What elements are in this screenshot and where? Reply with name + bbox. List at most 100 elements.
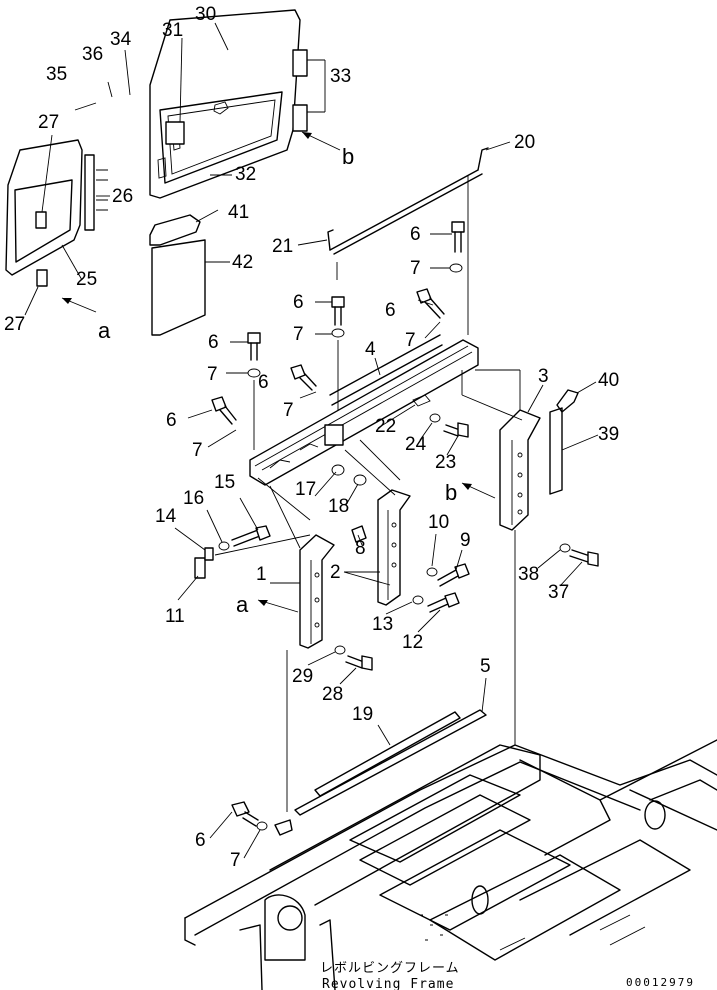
view-arrow-b-top: [301, 131, 341, 151]
washer-16: [218, 541, 230, 551]
callout-14: 14: [155, 506, 177, 527]
callout-1: 1: [256, 564, 267, 585]
bolt-9: [437, 563, 470, 587]
callout-22: 22: [375, 416, 396, 437]
leader-lines-lower: [174, 471, 583, 859]
callout-7: 7: [293, 324, 304, 345]
callout-15: 15: [214, 472, 235, 493]
callout-10: 10: [428, 512, 449, 533]
bracket-2: [377, 489, 411, 606]
callout-6: 6: [293, 292, 304, 313]
callout-27-top: 27: [38, 112, 59, 133]
rail-19: [314, 711, 461, 797]
clip-11: [194, 557, 206, 579]
cap-40: [556, 389, 579, 413]
rod-20: [327, 147, 489, 280]
washer-13: [412, 595, 424, 605]
caption-english: Revolving Frame: [322, 977, 454, 990]
document-number: 00012979: [626, 976, 695, 989]
callout-7: 7: [207, 364, 218, 385]
bolt-6: [211, 221, 465, 831]
view-arrow-a-top: [61, 297, 97, 313]
plate-39: [549, 407, 563, 495]
view-arrow-a-mid: [257, 599, 299, 613]
washer-29: [334, 645, 346, 655]
reference-lines: [214, 175, 523, 812]
callout-7: 7: [283, 400, 294, 421]
view-label-a: a: [98, 318, 111, 343]
washer-38: [559, 543, 571, 553]
bracket-3: [499, 409, 541, 531]
pad-42: [151, 239, 206, 336]
callout-32: 32: [235, 164, 256, 185]
washer-10: [426, 567, 438, 577]
washer-24: [429, 413, 441, 423]
callout-7: 7: [405, 330, 416, 351]
view-label-b: b: [445, 480, 457, 505]
rail-5: [274, 709, 487, 836]
callout-24: 24: [405, 434, 427, 455]
callout-11: 11: [165, 606, 185, 627]
callout-34: 34: [110, 29, 132, 50]
callout-29: 29: [292, 666, 313, 687]
view-label-b: b: [342, 144, 354, 169]
callout-6: 6: [166, 410, 177, 431]
caption-japanese: レボルビングフレーム: [320, 961, 460, 976]
view-label-a: a: [236, 592, 249, 617]
callout-6: 6: [258, 372, 269, 393]
callout-7: 7: [192, 440, 203, 461]
callout-31: 31: [162, 20, 183, 41]
callout-41: 41: [228, 202, 249, 223]
bolt-15: [231, 525, 271, 547]
callout-33: 33: [330, 66, 351, 87]
pad-41: [149, 214, 201, 246]
callout-30: 30: [195, 4, 216, 25]
callout-4: 4: [365, 339, 376, 360]
callout-6: 6: [410, 224, 421, 245]
callout-8: 8: [355, 538, 366, 559]
clip-14: [204, 547, 214, 561]
callout-7: 7: [230, 850, 241, 871]
callout-35: 35: [46, 64, 67, 85]
bolt-37: [569, 549, 599, 567]
leader-lines: [24, 22, 599, 456]
hinge-33: [292, 49, 326, 132]
callout-6: 6: [195, 830, 206, 851]
callout-40: 40: [598, 370, 619, 391]
callout-19: 19: [352, 704, 373, 725]
callout-21: 21: [272, 236, 293, 257]
callout-20: 20: [514, 132, 535, 153]
callout-42: 42: [232, 252, 253, 273]
bolt-28: [345, 655, 373, 671]
callout-6: 6: [385, 300, 396, 321]
revolving-frame: [184, 739, 717, 990]
view-arrow-b-mid: [461, 482, 496, 499]
door-panel-25: [5, 139, 83, 287]
callout-39: 39: [598, 424, 619, 445]
callout-5: 5: [480, 656, 491, 677]
callout-38: 38: [518, 564, 539, 585]
callout-12: 12: [402, 632, 423, 653]
callout-23: 23: [435, 452, 456, 473]
bolt-12: [427, 592, 460, 613]
bolt-23: [443, 422, 469, 438]
callout-16: 16: [183, 488, 204, 509]
callout-9: 9: [460, 530, 471, 551]
callout-25: 25: [76, 269, 97, 290]
callout-13: 13: [372, 614, 393, 635]
block-8: [351, 525, 367, 543]
callout-6: 6: [208, 332, 219, 353]
callout-17: 17: [295, 479, 316, 500]
callout-7: 7: [410, 258, 421, 279]
callout-18: 18: [328, 496, 349, 517]
washer-18: [353, 474, 367, 486]
callout-28: 28: [322, 684, 343, 705]
seal-strip-26: [84, 154, 108, 231]
callout-3: 3: [538, 366, 549, 387]
callout-26: 26: [112, 186, 133, 207]
beam-4: [249, 334, 479, 486]
nut-17: [331, 464, 345, 476]
callout-27-bottom: 27: [4, 314, 25, 335]
